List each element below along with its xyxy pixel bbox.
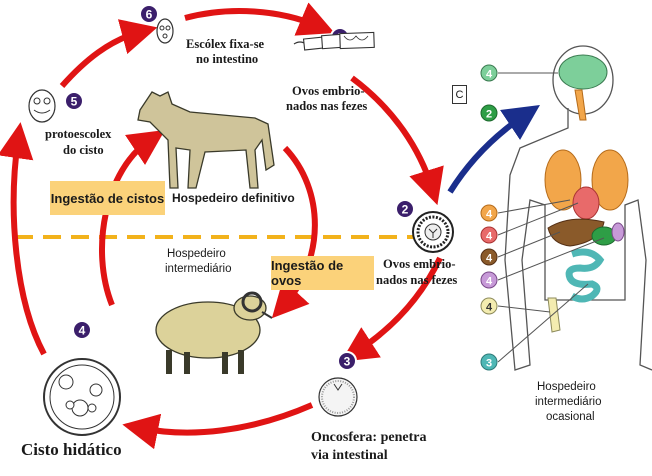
egg-ingestion-box: Ingestão de ovos (271, 256, 374, 290)
organ-badge-bone: 4 (480, 297, 551, 315)
scolex-attach-label-line1: Escólex fixa-se (186, 37, 265, 51)
protoscolex-label-line2: do cisto (63, 143, 104, 157)
stage-badge-5: 5 (64, 91, 84, 111)
brain-organ (558, 54, 608, 90)
arrow-1-to-2 (350, 75, 444, 206)
occasional-host-label-line3: ocasional (546, 411, 595, 423)
oncosphere-label-line2: via intestinal (311, 448, 388, 463)
occasional-host-label-line1: Hospedeiro (537, 381, 596, 393)
stage-badge-3: 3 (337, 351, 357, 371)
organ-badge-liver-text: 4 (486, 231, 493, 243)
protoscolex-illustration (28, 89, 56, 123)
definitive-host-label: Hospedeiro definitivo (172, 191, 295, 205)
protoscolex-label-line1: protoescolex (45, 127, 112, 141)
organ-badge-spleen: 4 (480, 231, 561, 266)
organ-badge-kidney-text: 4 (486, 276, 493, 288)
stage-badge-2: 2 (395, 199, 415, 219)
kidney-organ (611, 222, 625, 242)
dog-illustration (137, 91, 275, 189)
arrow-to-occasional-host (447, 105, 540, 194)
intermediate-host-label-line2: intermediário (165, 263, 232, 275)
arrow-2-to-3 (340, 256, 443, 362)
hydatid-cyst-label: Cisto hidático (21, 440, 122, 459)
arrow-inner-cyst-ingestion (99, 129, 165, 307)
eggs-top-label-line2: nados nas fezes (286, 99, 368, 113)
arrow-6-to-1 (184, 2, 335, 36)
stage-badge-5-text: 5 (71, 95, 78, 109)
organ-badge-lung-text: 2 (486, 109, 492, 121)
egg-illustration (412, 211, 454, 253)
oncosphere-label-line1: Oncosfera: penetra (311, 430, 427, 445)
organ-badge-brain-text: 4 (486, 69, 493, 81)
scolex-attach-label-line2: no intestino (196, 52, 259, 66)
eggs-mid-label-line1: Ovos embrio- (383, 257, 456, 271)
adult-tapeworm-illustration (293, 31, 375, 51)
organ-badge-liver: 4 (480, 202, 579, 244)
femur-organ (547, 297, 561, 333)
sheep-illustration (155, 291, 273, 374)
stage-badge-3-text: 3 (344, 355, 351, 369)
organ-badge-kidney: 4 (480, 237, 605, 289)
hydatid-cyst-illustration (43, 358, 121, 436)
eggs-mid-label-line2: nados nas fezes (376, 273, 458, 287)
intermediate-host-label-line1: Hospedeiro (167, 248, 226, 260)
organ-badge-intestine: 3 (480, 283, 589, 371)
oncosphere-illustration (318, 377, 358, 417)
organ-badge-spleen-text: 4 (486, 253, 493, 265)
human-organs (544, 54, 629, 333)
arrow-3-to-cyst (122, 402, 314, 450)
arrow-cyst-to-5 (0, 122, 47, 356)
stage-badge-6: 6 (139, 4, 159, 24)
airway-organ (574, 89, 587, 121)
stage-badge-4-text: 4 (79, 324, 86, 338)
lung-right-organ (591, 149, 629, 211)
organ-badge-bone-text: 4 (486, 302, 493, 314)
organ-badge-brain: 4 (480, 64, 558, 82)
organ-badge-lung: 2 (480, 104, 498, 122)
lung-left-organ (544, 149, 582, 211)
eggs-top-label-line1: Ovos embrio- (292, 84, 365, 98)
intestine-organ (565, 248, 605, 303)
stage-badge-4: 4 (72, 320, 92, 340)
stage-badge-2-text: 2 (402, 203, 409, 217)
arrow-5-to-6 (59, 19, 158, 88)
organ-badge-heart-text: 4 (486, 209, 493, 221)
organ-badge-intestine-text: 3 (486, 358, 492, 370)
scolex-illustration (156, 18, 174, 44)
organ-badge-heart: 4 (480, 199, 571, 222)
stage-badge-6-text: 6 (146, 8, 153, 22)
cyst-ingestion-box: Ingestão de cistos (50, 181, 165, 215)
c-marker-box: C (452, 85, 467, 104)
occasional-host-label-line2: intermediário (535, 396, 602, 408)
